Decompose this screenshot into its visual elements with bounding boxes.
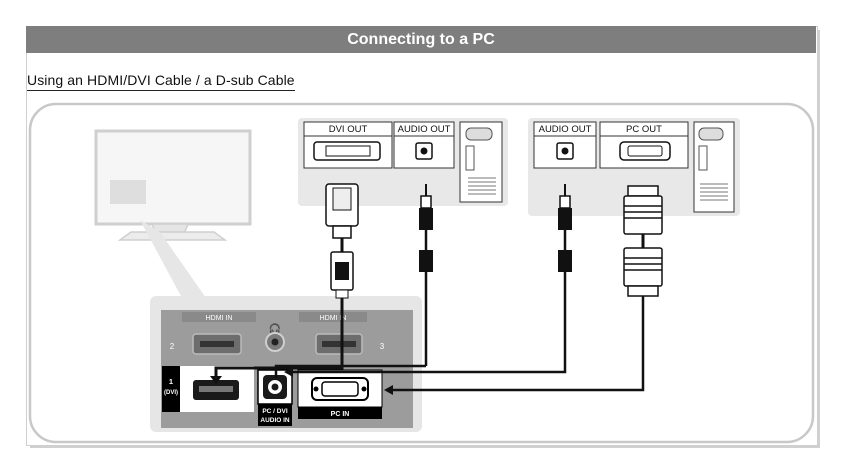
- hdmi-in-label-right: HDMI IN: [320, 315, 347, 322]
- pc-dvi-label: PC / DVI: [262, 408, 287, 415]
- pc-in-label: PC IN: [331, 411, 350, 418]
- section-subtitle: Using an HDMI/DVI Cable / a D-sub Cable: [27, 72, 295, 91]
- tv-illustration: [94, 129, 252, 298]
- tv-stand: [117, 231, 228, 241]
- audio-out-label-right: AUDIO OUT: [539, 124, 592, 135]
- callout-wedge: [140, 220, 206, 298]
- audio-in-label: AUDIO IN: [260, 417, 290, 424]
- tv-screen: [94, 129, 252, 226]
- page-title: Connecting to a PC: [26, 26, 816, 53]
- audio-out-label-left: AUDIO OUT: [398, 124, 451, 135]
- port-1-sub-label: (DVI): [164, 390, 178, 396]
- d-sub-cable: [384, 185, 663, 395]
- dvi-hdmi-cable: [210, 183, 359, 384]
- hdmi-in-label-left: HDMI IN: [206, 315, 233, 322]
- pc-out-label: PC OUT: [626, 124, 662, 135]
- port-1-label: 1: [169, 377, 173, 386]
- port-2-label: 2: [170, 342, 175, 351]
- audio-cable-left: [274, 184, 433, 378]
- pc-right: AUDIO OUT PC OUT: [528, 118, 740, 216]
- audio-cable-right: [284, 184, 572, 377]
- headphone-icon: 🎧: [269, 322, 281, 335]
- port-3-label: 3: [380, 342, 385, 351]
- tv-screen-reflection: [110, 180, 146, 204]
- dvi-out-label: DVI OUT: [329, 124, 368, 135]
